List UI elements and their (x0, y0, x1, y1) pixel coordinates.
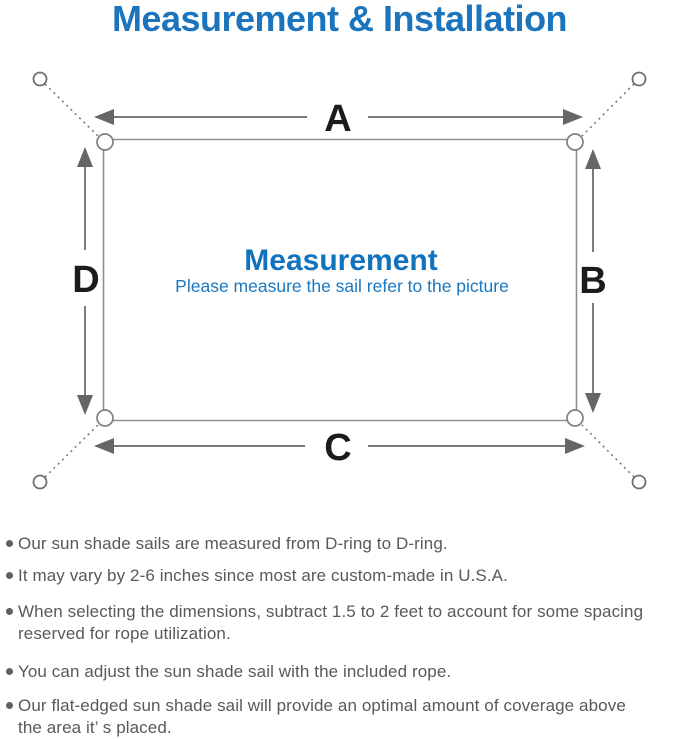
dimension-label-c: C (324, 427, 351, 469)
dimension-label-a: A (324, 98, 351, 140)
note-text: You can adjust the sun shade sail with t… (18, 662, 452, 681)
anchor-point-bottom-right-icon (631, 474, 647, 490)
sail-outline (102, 138, 578, 422)
list-item: It may vary by 2-6 inches since most are… (0, 565, 679, 587)
anchor-point-top-left-icon (32, 71, 48, 87)
dimension-label-d: D (72, 259, 99, 301)
d-ring-bottom-right-icon (566, 409, 584, 427)
bullet-dot-icon (6, 702, 13, 709)
tether-line-bottom-left (44, 424, 99, 478)
bullet-dot-icon (6, 572, 13, 579)
list-item: Our flat-edged sun shade sail will provi… (0, 695, 679, 739)
bullet-dot-icon (6, 668, 13, 675)
measurement-heading: Measurement (244, 244, 437, 277)
list-item: Our sun shade sails are measured from D-… (0, 533, 679, 555)
d-ring-bottom-left-icon (96, 409, 114, 427)
d-ring-top-left-icon (96, 133, 114, 151)
bullet-dot-icon (6, 608, 13, 615)
measurement-diagram: A C D B Measurement Please measure the s… (32, 71, 647, 490)
bullet-dot-icon (6, 540, 13, 547)
d-ring-top-right-icon (566, 133, 584, 151)
anchor-point-top-right-icon (631, 71, 647, 87)
note-text: Our flat-edged sun shade sail will provi… (18, 696, 626, 737)
note-text: Our sun shade sails are measured from D-… (18, 534, 448, 553)
list-item: You can adjust the sun shade sail with t… (0, 661, 679, 683)
tether-line-bottom-right (581, 424, 635, 478)
page-title: Measurement & Installation (111, 0, 568, 39)
anchor-point-bottom-left-icon (32, 474, 48, 490)
dimension-label-b: B (579, 260, 606, 302)
note-text: When selecting the dimensions, subtract … (18, 602, 644, 643)
list-item: When selecting the dimensions, subtract … (0, 601, 679, 645)
note-text: It may vary by 2-6 inches since most are… (18, 566, 508, 585)
tether-line-top-left (44, 83, 99, 137)
measurement-caption: Please measure the sail refer to the pic… (175, 276, 509, 296)
tether-line-top-right (581, 83, 635, 137)
